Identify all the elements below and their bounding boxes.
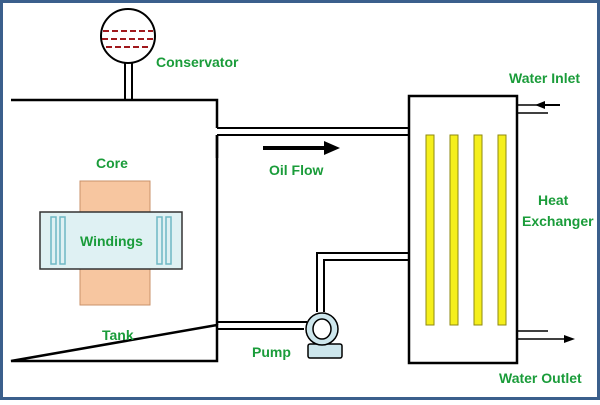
bottom-oil-pipe [217,321,307,330]
exchanger-label: Exchanger [522,213,594,229]
conservator-pipe [124,63,133,101]
oil-flow-arrow [263,141,340,155]
water-inlet-pipe [517,101,560,114]
pump [305,312,343,359]
return-oil-pipe [316,252,409,312]
conservator-label: Conservator [156,54,239,70]
pump-label: Pump [252,344,291,360]
heat-exchanger-tubes [425,134,507,326]
windings-label: Windings [80,233,143,249]
water-inlet-label: Water Inlet [509,70,580,86]
top-oil-pipe [217,127,409,136]
windings [39,211,183,270]
conservator [100,8,156,64]
heat-label: Heat [538,192,569,208]
core-label: Core [96,155,128,171]
water-outlet-pipe [517,330,575,343]
tank-label: Tank [102,327,134,343]
water-outlet-label: Water Outlet [499,370,582,386]
oil-flow-label: Oil Flow [269,162,324,178]
